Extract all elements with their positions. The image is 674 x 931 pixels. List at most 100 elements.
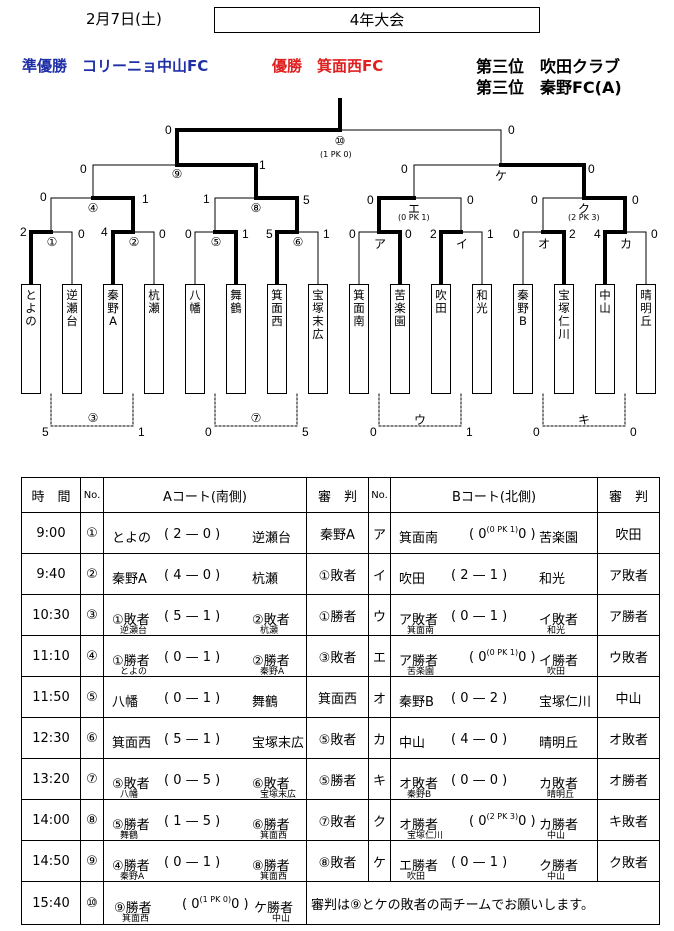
match-label-r1: カ xyxy=(619,237,632,251)
match-cell-b: ア勝者 苦楽園 ( 0(0 PK 1)0 ) イ勝者 吹田 xyxy=(390,635,598,677)
team-name: 宝塚仁川 xyxy=(558,288,570,341)
team-right: ⑧勝者 xyxy=(252,859,290,874)
team-name: 箕面西 xyxy=(271,288,283,328)
match-no: ⑩ xyxy=(80,881,104,925)
team-box: 逆瀬台 xyxy=(62,284,82,394)
team-left-sub: 八幡 xyxy=(120,790,139,800)
referee-a: ⑤敗者 xyxy=(306,717,369,759)
match-cell-a: ⑤敗者 八幡 ( 0 — 5 ) ⑥敗者 宝塚末広 xyxy=(103,758,307,800)
score: 5 xyxy=(302,425,309,439)
team-left-sub: 宝塚仁川 xyxy=(407,831,444,841)
team-left: ④勝者 xyxy=(112,859,150,874)
score: 0 xyxy=(513,227,520,241)
score: 0 xyxy=(349,227,356,241)
referee-b: 吹田 xyxy=(597,512,660,554)
third-place-1: 第三位 吹田クラブ xyxy=(476,57,621,76)
match-no: ⑧ xyxy=(80,799,104,841)
match-cell-b: 箕面南 ( 0(0 PK 1)0 ) 苦楽園 xyxy=(390,512,598,554)
consolation-label: キ xyxy=(577,413,590,427)
time-cell: 11:10 xyxy=(21,635,81,677)
match-score: ( 0 — 1 ) xyxy=(164,650,221,665)
match-cell-a: ④勝者 秦野A ( 0 — 1 ) ⑧勝者 箕面西 xyxy=(103,840,307,882)
team-right: 晴明丘 xyxy=(539,736,579,751)
referee-a: ⑤勝者 xyxy=(306,758,369,800)
referee-b: 中山 xyxy=(597,676,660,718)
match-label-semi-left: ⑨ xyxy=(171,167,183,181)
team-box: 秦野B xyxy=(513,284,533,394)
score: 2 xyxy=(569,227,576,241)
match-label-r1: オ xyxy=(537,237,550,251)
team-right-sub: 箕面西 xyxy=(260,872,288,882)
score-left: ( 0 xyxy=(469,650,487,665)
time-cell: 9:00 xyxy=(21,512,81,554)
score: 1 xyxy=(487,227,494,241)
referee-a: ①敗者 xyxy=(306,553,369,595)
team-right-sub: 宝塚末広 xyxy=(260,790,297,800)
team-left-sub: 逆瀬台 xyxy=(120,626,148,636)
time-cell: 9:40 xyxy=(21,553,81,595)
referee-b: キ敗者 xyxy=(597,799,660,841)
score: 4 xyxy=(594,227,601,241)
team-box: 宝塚末広 xyxy=(308,284,328,394)
score: 1 xyxy=(323,227,330,241)
match-score: ( 5 — 1 ) xyxy=(164,732,221,747)
match-cell: ⑨勝者 箕面西 ( 0(1 PK 0)0 ) ケ勝者 中山 xyxy=(103,881,307,925)
match-score: ( 0 — 5 ) xyxy=(164,773,221,788)
team-left: ア敗者 xyxy=(399,613,439,628)
team-box: とよの xyxy=(21,284,41,394)
score-right: 0 ) xyxy=(518,814,536,829)
match-no: ケ xyxy=(368,840,391,882)
header-referee-b: 審 判 xyxy=(597,477,660,513)
team-right: イ勝者 xyxy=(539,654,579,669)
score: 4 xyxy=(101,225,108,239)
team-name: 吹田 xyxy=(435,288,447,315)
match-label-qf: ④ xyxy=(87,201,99,215)
team-left: 中山 xyxy=(399,736,426,751)
score-right: 0 ) xyxy=(231,897,249,912)
header-court-a: Aコート(南側) xyxy=(103,477,307,513)
match-cell-a: ①敗者 逆瀬台 ( 5 — 1 ) ②敗者 杭瀬 xyxy=(103,594,307,636)
team-left: 八幡 xyxy=(112,695,139,710)
match-score: ( 0 — 1 ) xyxy=(451,855,508,870)
header-no-b: No. xyxy=(368,477,391,513)
match-label-r1: ⑤ xyxy=(210,235,222,249)
referee-a: 箕面西 xyxy=(306,676,369,718)
consolation-label: ウ xyxy=(413,413,426,427)
match-no: オ xyxy=(368,676,391,718)
time-cell: 14:00 xyxy=(21,799,81,841)
match-score: ( 0 — 2 ) xyxy=(451,691,508,706)
score: 1 xyxy=(203,192,210,206)
score: 1 xyxy=(142,192,149,206)
score: 2 xyxy=(20,225,27,239)
team-left: ①敗者 xyxy=(112,613,150,628)
team-right: 舞鶴 xyxy=(252,695,279,710)
team-box: 和光 xyxy=(472,284,492,394)
team-box: 晴明丘 xyxy=(636,284,656,394)
team-name: 中山 xyxy=(599,288,611,315)
winner: 優勝 箕面西FC xyxy=(272,57,384,75)
score: 0 xyxy=(205,425,212,439)
team-right: ⑥敗者 xyxy=(252,777,290,792)
team-name: 箕面南 xyxy=(353,288,365,328)
match-score: ( 4 — 0 ) xyxy=(164,568,221,583)
team-left: オ敗者 xyxy=(399,777,439,792)
match-no: キ xyxy=(368,758,391,800)
score: 0 xyxy=(467,193,474,207)
score: 0 xyxy=(159,227,166,241)
team-right: ケ勝者 xyxy=(254,901,294,916)
referee-b: オ勝者 xyxy=(597,758,660,800)
score: 0 xyxy=(185,227,192,241)
team-right-sub: 秦野A xyxy=(260,667,285,677)
score: 5 xyxy=(42,425,49,439)
team-name: 苦楽園 xyxy=(394,288,406,328)
time-cell: 11:50 xyxy=(21,676,81,718)
team-right-sub: 晴明丘 xyxy=(547,790,575,800)
score: 0 xyxy=(405,227,412,241)
match-cell-a: ①勝者 とよの ( 0 — 1 ) ②勝者 秦野A xyxy=(103,635,307,677)
third-place-2: 第三位 秦野FC(A) xyxy=(476,78,622,97)
team-name: 逆瀬台 xyxy=(66,288,78,328)
header-court-b: Bコート(北側) xyxy=(390,477,598,513)
